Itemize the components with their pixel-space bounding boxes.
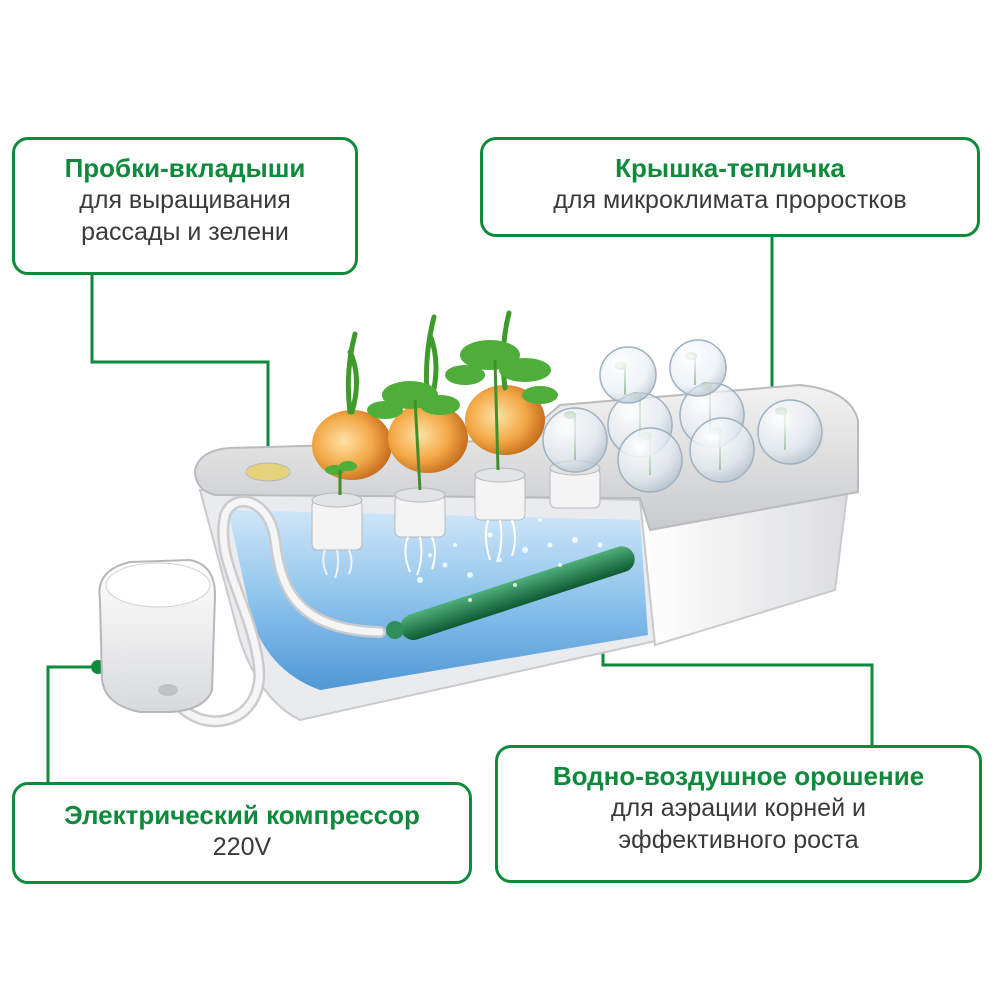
air-bubbles [417,518,603,602]
compressor-connector [46,665,92,782]
plants [312,310,558,495]
plugs-desc-line1: для выращивания [79,186,291,214]
seedling-domes [542,339,823,493]
air-hose [164,495,386,728]
water-reservoir [228,510,648,690]
plugs-callout: Пробки-вкладыши для выращивания рассады … [12,137,358,275]
irrigation-callout: Водно-воздушное орошение для аэрации кор… [495,745,982,883]
irrigation-desc-line1: для аэрации корней и [611,794,866,822]
onion [388,403,468,473]
lid-title: Крышка-тепличка [615,153,845,183]
compressor-title: Электрический компрессор [64,800,420,830]
irrigation-title: Водно-воздушное орошение [552,761,925,791]
lid-desc: для микроклимата проростков [553,186,907,214]
lid-callout: Крышка-тепличка для микроклимата пророст… [480,137,980,237]
compressor-desc: 220V [212,833,272,861]
net-cup [394,487,446,576]
plugs-desc-line2: рассады и зелени [81,218,289,246]
onion [465,385,545,455]
plugs-connector [90,275,270,470]
compressor [98,558,217,713]
net-cups [245,460,601,579]
irrigation-desc-line2: эффективного роста [618,826,859,854]
net-cup [311,492,363,579]
air-stone [386,546,635,640]
net-cup [474,467,526,563]
plug-insert [245,462,291,482]
onion [312,410,392,480]
plugs-title: Пробки-вкладыши [64,153,306,183]
compressor-callout: Электрический компрессор 220V [12,782,472,884]
